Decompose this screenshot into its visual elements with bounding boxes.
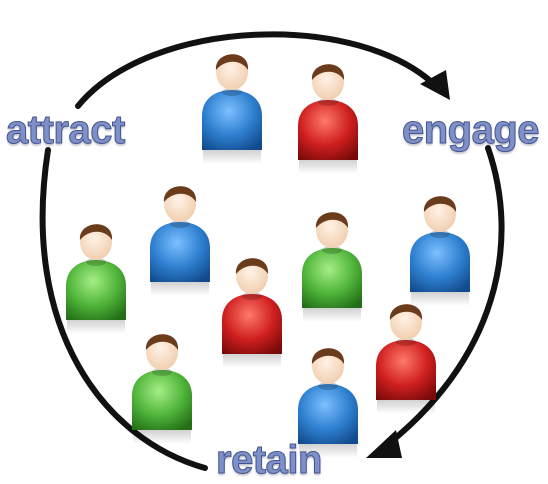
arc-retain-to-attract [39,147,208,471]
person-green-icon [66,224,126,334]
person-blue-icon [410,196,470,306]
stage-label-retain: retain [216,438,323,482]
person-green-icon [302,212,362,322]
person-red-icon [376,304,436,414]
person-red-icon [222,258,282,368]
arrowhead-engage-icon [420,70,450,100]
arrowhead-retain-icon [366,430,402,458]
person-blue-icon [298,348,358,458]
arc-attract-to-engage [75,31,441,109]
stage-label-attract: attract [6,108,126,152]
person-red-icon [298,64,358,174]
person-green-icon [132,334,192,444]
stage-label-engage: engage [401,108,540,152]
person-blue-icon [202,54,262,164]
person-blue-icon [150,186,210,296]
arrowheads [366,70,450,458]
people-group [66,54,470,458]
